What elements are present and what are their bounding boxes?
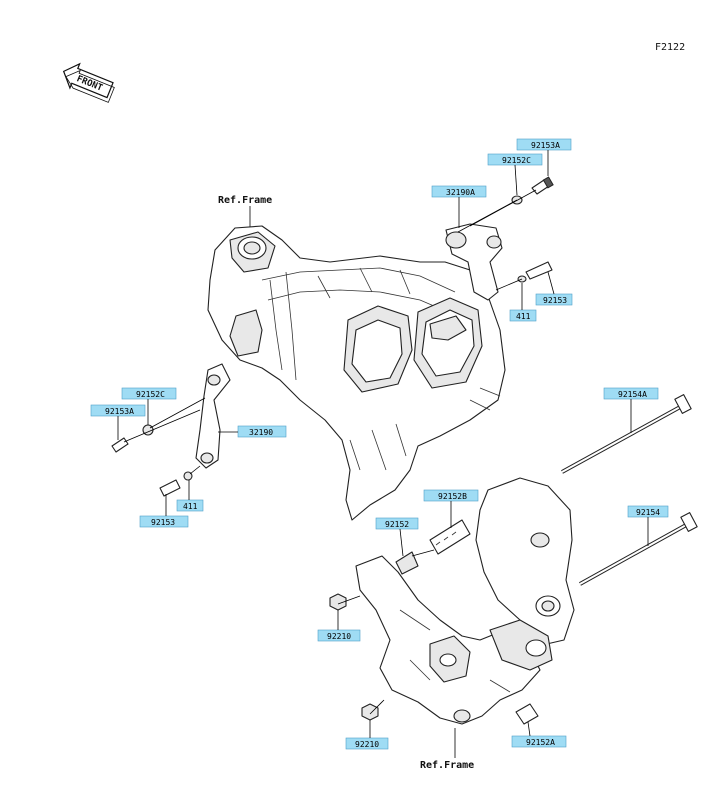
bracket-32190-drawing bbox=[111, 363, 231, 497]
label-32190: 32190 bbox=[237, 425, 287, 438]
svg-text:411: 411 bbox=[183, 502, 198, 511]
svg-text:92152A: 92152A bbox=[526, 738, 555, 747]
svg-text:92152C: 92152C bbox=[502, 156, 531, 165]
label-92152a: 92152A bbox=[511, 735, 567, 748]
figure-code: F2122 bbox=[655, 42, 685, 53]
label-411-top: 411 bbox=[509, 309, 537, 322]
main-frame-drawing bbox=[207, 225, 506, 521]
svg-text:92153A: 92153A bbox=[105, 407, 134, 416]
label-92152: 92152 bbox=[375, 517, 419, 530]
svg-text:92210: 92210 bbox=[355, 740, 379, 749]
svg-text:92210: 92210 bbox=[327, 632, 351, 641]
label-92152b: 92152B bbox=[423, 489, 479, 502]
label-92154a: 92154A bbox=[603, 387, 659, 400]
svg-text:92154: 92154 bbox=[636, 508, 660, 517]
label-92153a-left: 92153A bbox=[90, 404, 146, 417]
ref-frame-label-top: Ref.Frame bbox=[218, 195, 272, 206]
label-32190a: 32190A bbox=[431, 185, 487, 198]
svg-text:92153: 92153 bbox=[543, 296, 567, 305]
label-92210-mid: 92210 bbox=[317, 629, 361, 642]
svg-text:92152: 92152 bbox=[385, 520, 409, 529]
bracket-32190a-drawing bbox=[445, 176, 554, 301]
svg-text:92153A: 92153A bbox=[531, 141, 560, 150]
lower-bracket-drawing bbox=[329, 477, 575, 725]
label-92154: 92154 bbox=[627, 505, 669, 518]
svg-text:92154A: 92154A bbox=[618, 390, 647, 399]
svg-text:411: 411 bbox=[516, 312, 531, 321]
label-92153-left: 92153 bbox=[139, 515, 189, 528]
label-92152c-top: 92152C bbox=[487, 153, 543, 166]
bolt-92154a-drawing bbox=[561, 394, 692, 474]
label-92152c-left: 92152C bbox=[121, 387, 177, 400]
label-92210-bot: 92210 bbox=[345, 737, 389, 750]
label-92153a-top: 92153A bbox=[516, 138, 572, 151]
svg-text:32190: 32190 bbox=[249, 428, 273, 437]
svg-text:92152B: 92152B bbox=[438, 492, 467, 501]
bolt-92154-drawing bbox=[579, 512, 698, 586]
svg-text:32190A: 32190A bbox=[446, 188, 475, 197]
label-92153-top: 92153 bbox=[535, 293, 573, 306]
svg-text:92152C: 92152C bbox=[136, 390, 165, 399]
ref-frame-label-bottom: Ref.Frame bbox=[420, 760, 474, 771]
label-411-left: 411 bbox=[176, 499, 204, 512]
front-arrow-icon: FRONT bbox=[62, 62, 115, 103]
svg-text:92153: 92153 bbox=[151, 518, 175, 527]
